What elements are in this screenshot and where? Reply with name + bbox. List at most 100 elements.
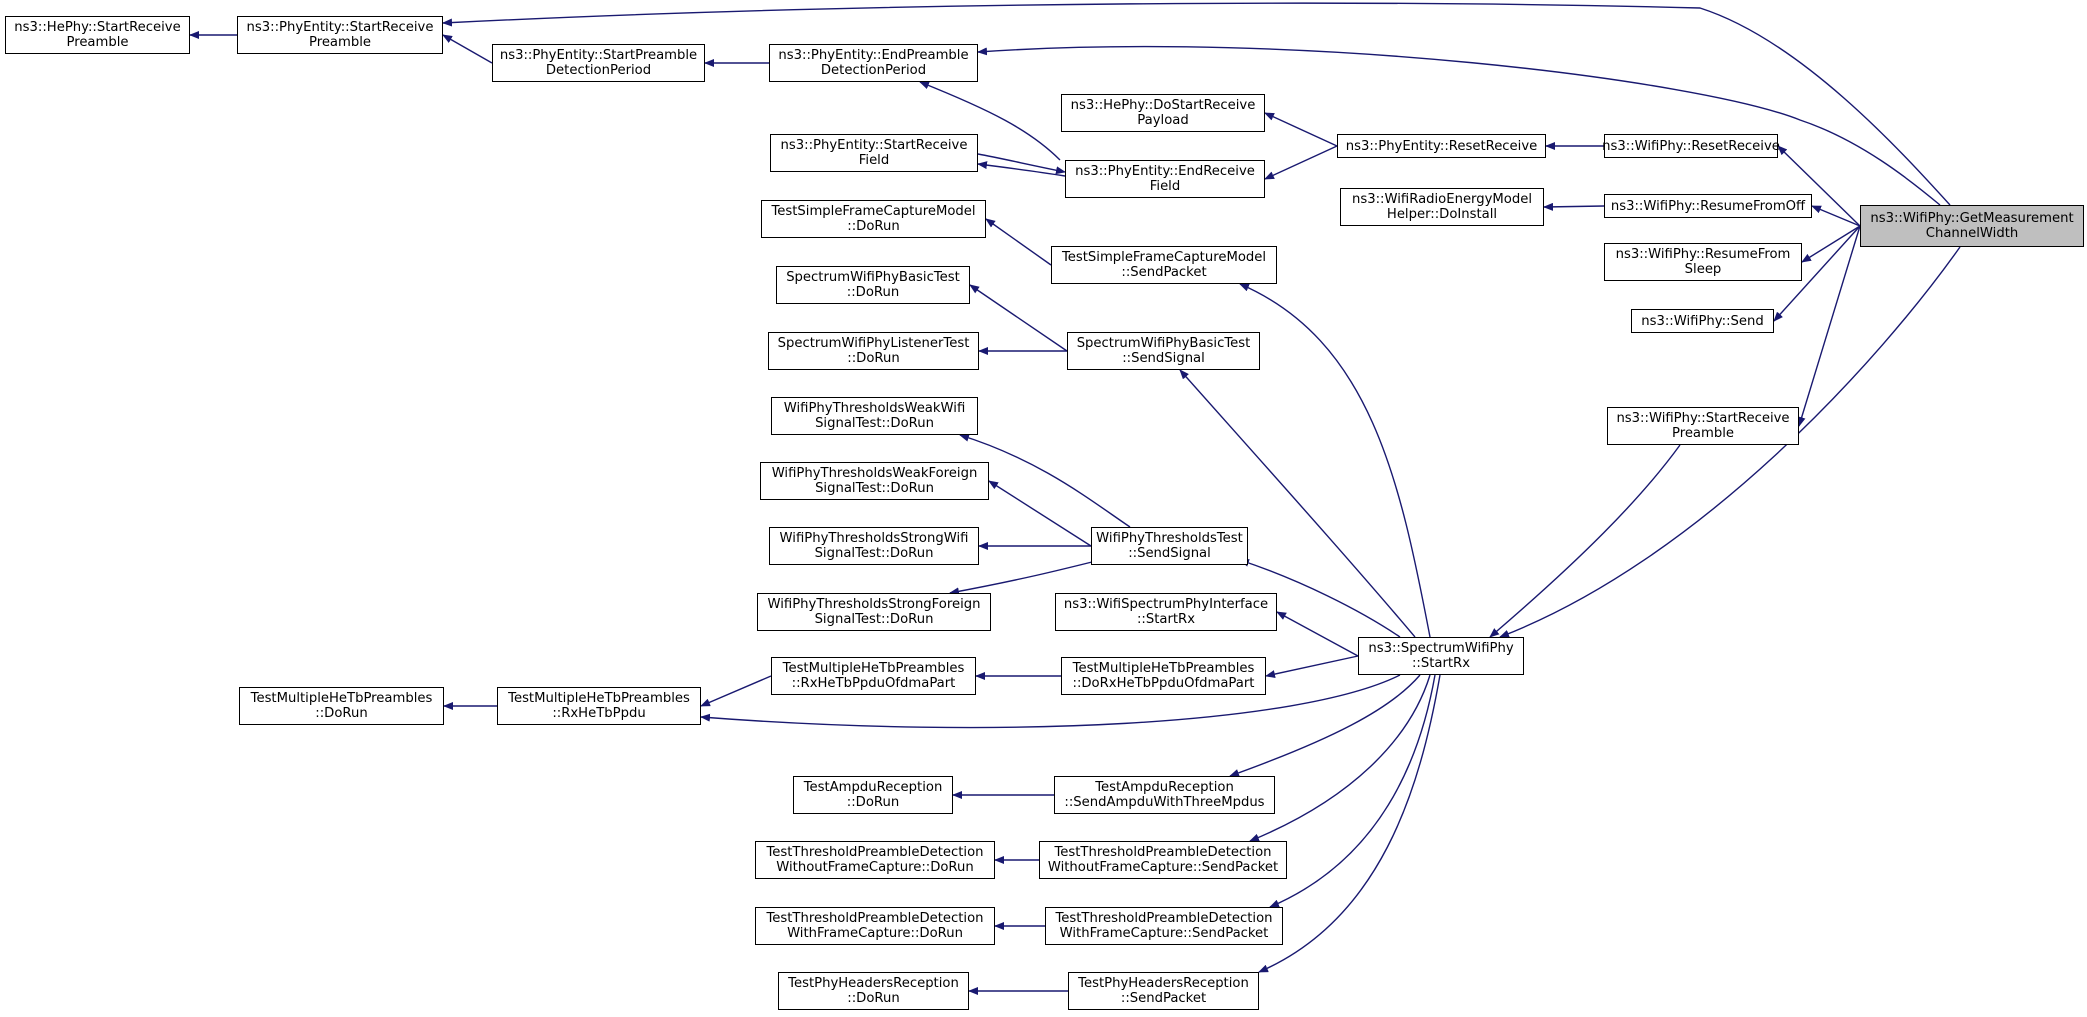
node-multi-hetb-dorx-ofdma[interactable]: TestMultipleHeTbPreambles::DoRxHeTbPpduO… [1061,657,1266,695]
node-phy-headers-dorun[interactable]: TestPhyHeadersReception::DoRun [778,972,969,1010]
node-label-line: ::StartRx [1411,656,1471,671]
node-label-line: TestMultipleHeTbPreambles [782,661,965,676]
edge-phyentity-start-receive-preamble-to-phyentity-start-preamble-detection [442,34,493,64]
node-thresholds-sendsignal[interactable]: WifiPhyThresholdsTest::SendSignal [1091,527,1248,565]
edge-hephy-do-start-receive-payload-to-phyentity-reset-receive [1264,112,1338,147]
node-label-line: TestPhyHeadersReception [788,976,959,991]
node-multi-hetb-dorun[interactable]: TestMultipleHeTbPreambles::DoRun [239,687,444,725]
node-label-line: ns3::PhyEntity::EndPreamble [778,48,969,63]
edge-wifiphy-resume-from-off-to-root [1811,205,1861,227]
node-spectrum-basic-dorun[interactable]: SpectrumWifiPhyBasicTest::DoRun [776,266,970,304]
node-label-line: ::StartRx [1136,612,1196,627]
node-label-line: WithoutFrameCapture::DoRun [776,860,974,875]
edge-spectrum-basic-sendsignal-to-spectrum-wifiphy-startrx [1179,369,1416,638]
node-test-simple-frame-capture-dorun[interactable]: TestSimpleFrameCaptureModel::DoRun [761,200,986,238]
node-label-line: TestSimpleFrameCaptureModel [1061,250,1267,265]
node-label-line: ::SendPacket [1120,991,1207,1006]
edge-wifiphy-start-receive-preamble-to-root [1797,225,1861,427]
edge-thr-w-fc-send-to-spectrum-wifiphy-startrx [1269,674,1436,908]
node-label-line: ::DoRun [847,351,900,366]
node-wifi-spectrum-phy-interface-startrx[interactable]: ns3::WifiSpectrumPhyInterface::StartRx [1055,593,1277,631]
node-wifiphy-resume-from-off[interactable]: ns3::WifiPhy::ResumeFromOff [1604,194,1812,218]
node-phyentity-reset-receive[interactable]: ns3::PhyEntity::ResetReceive [1337,134,1546,158]
node-label-line: ::DoRun [847,991,900,1006]
node-label-line: DetectionPeriod [820,63,927,78]
edge-wifiphy-resume-from-sleep-to-root [1801,225,1861,263]
node-label-line: WifiPhyThresholdsTest [1096,531,1243,546]
node-label-line: ::SendSignal [1122,351,1205,366]
node-label-line: WifiPhyThresholdsWeakWifi [783,401,966,416]
node-label-line: ::RxHeTbPpdu [552,706,646,721]
node-label-line: Payload [1137,113,1189,128]
node-label-line: SpectrumWifiPhyListenerTest [777,336,970,351]
node-label-line: ::SendSignal [1128,546,1211,561]
edge-multi-hetb-rxhetbppdu-to-spectrum-wifiphy-startrx [700,674,1401,729]
node-spectrum-basic-sendsignal[interactable]: SpectrumWifiPhyBasicTest::SendSignal [1067,332,1260,370]
node-ampdu-send[interactable]: TestAmpduReception::SendAmpduWithThreeMp… [1054,776,1275,814]
node-test-simple-frame-capture-sendpacket[interactable]: TestSimpleFrameCaptureModel::SendPacket [1051,246,1277,284]
edge-spectrum-wifiphy-startrx-to-root [1499,246,1961,638]
edge-thresholds-strong-foreign-to-thresholds-sendsignal [949,559,1101,596]
node-label-line: ns3::WifiPhy::GetMeasurement [1870,211,2074,226]
edge-multi-hetb-dorx-ofdma-to-spectrum-wifiphy-startrx [1265,655,1359,678]
edge-test-simple-frame-capture-dorun-to-test-simple-frame-capture-sendpacket [985,218,1052,266]
edge-spectrum-basic-dorun-to-spectrum-basic-sendsignal [969,284,1068,352]
node-label-line: ::SendPacket [1121,265,1207,280]
node-label-line: ns3::PhyEntity::StartReceive [246,20,434,35]
node-wifiphy-send[interactable]: ns3::WifiPhy::Send [1631,309,1774,333]
node-label-line: ns3::WifiPhy::Send [1641,313,1764,329]
node-label-line: ns3::WifiPhy::ResumeFrom [1615,247,1791,262]
node-label-line: ns3::WifiSpectrumPhyInterface [1063,597,1269,612]
node-label-line: Field [858,153,890,168]
node-label-line: SignalTest::DoRun [814,612,934,627]
node-label-line: WifiPhyThresholdsStrongForeign [767,597,981,612]
node-label-line: ::RxHeTbPpduOfdmaPart [791,676,956,691]
node-label-line: DetectionPeriod [545,63,652,78]
node-label-line: ::SendAmpduWithThreeMpdus [1064,795,1265,810]
node-label-line: ::DoRun [847,219,900,234]
node-label-line: TestSimpleFrameCaptureModel [771,204,976,219]
node-label-line: ns3::HePhy::DoStartReceive [1070,98,1256,113]
node-ampdu-dorun[interactable]: TestAmpduReception::DoRun [793,776,953,814]
edge-thresholds-sendsignal-to-spectrum-wifiphy-startrx [1239,559,1401,638]
node-spectrum-wifiphy-startrx[interactable]: ns3::SpectrumWifiPhy::StartRx [1358,637,1524,675]
node-multi-hetb-rxhetbppdu[interactable]: TestMultipleHeTbPreambles::RxHeTbPpdu [497,687,701,725]
node-label-line: SignalTest::DoRun [814,546,934,561]
node-label-line: Preamble [308,35,372,50]
edge-phyentity-end-receive-field-to-phyentity-reset-receive [1264,145,1338,180]
node-label-line: Helper::DoInstall [1386,207,1498,222]
node-spectrum-listener-dorun[interactable]: SpectrumWifiPhyListenerTest::DoRun [768,332,979,370]
edge-wifi-radio-energy-model-helper-to-wifiphy-resume-from-off [1543,202,1605,211]
node-label-line: ::DoRun [846,795,900,810]
node-label-line: ns3::WifiPhy::ResetReceive [1602,138,1780,154]
edge-thresholds-weak-foreign-to-thresholds-sendsignal [988,480,1092,547]
edge-spectrum-wifiphy-startrx-to-wifiphy-start-receive-preamble [1489,444,1681,638]
edge-multi-hetb-rxhetbppdu-to-multi-hetb-rx-ofdma [700,675,772,707]
node-phy-headers-send[interactable]: TestPhyHeadersReception::SendPacket [1068,972,1259,1010]
node-multi-hetb-rx-ofdma[interactable]: TestMultipleHeTbPreambles::RxHeTbPpduOfd… [771,657,976,695]
node-label-line: ::DoRxHeTbPpduOfdmaPart [1072,676,1255,691]
node-label-line: TestThresholdPreambleDetection [766,911,984,926]
node-label-line: TestMultipleHeTbPreambles [250,691,433,706]
node-wifiphy-reset-receive[interactable]: ns3::WifiPhy::ResetReceive [1602,134,1780,158]
edge-test-simple-frame-capture-sendpacket-to-spectrum-wifiphy-startrx [1239,283,1431,638]
